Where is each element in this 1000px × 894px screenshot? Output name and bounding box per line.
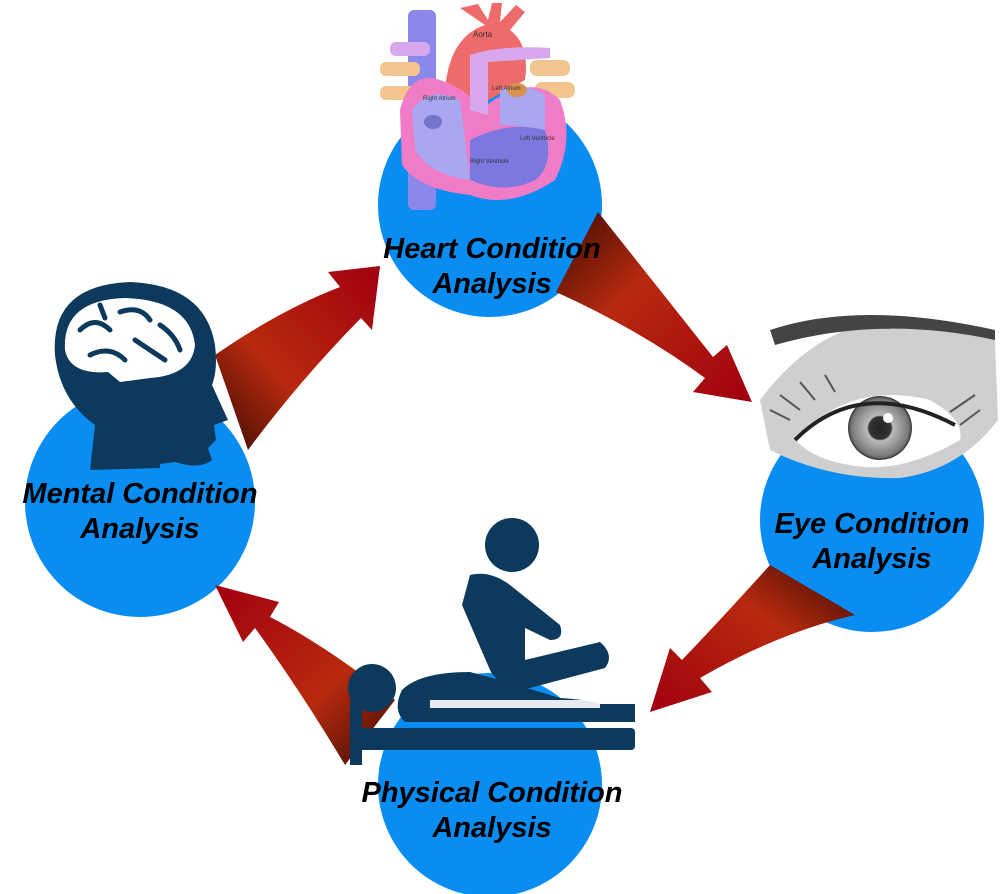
eye-icon xyxy=(760,315,998,479)
mental-label-line1: Mental Condition xyxy=(22,478,258,510)
arrow-mental-to-heart xyxy=(215,266,380,450)
arrow-heart-to-eye xyxy=(556,212,752,402)
arrow-eye-to-physical xyxy=(650,565,855,712)
physiotherapy-icon xyxy=(348,518,635,765)
eye-label-line1: Eye Condition xyxy=(774,508,970,540)
mental-node-label: Mental Condition Analysis xyxy=(22,477,257,547)
heart-anatomy-icon: Aorta Right Atrium Left Atrium Left Vent… xyxy=(380,3,575,210)
physical-label-line1: Physical Condition xyxy=(361,777,623,809)
heart-label-line2: Analysis xyxy=(432,268,552,300)
aorta-label: Aorta xyxy=(473,30,493,39)
left-ventricle-label: Left Ventricle xyxy=(520,136,555,142)
physical-node-label: Physical Condition Analysis xyxy=(361,776,622,846)
eye-label-line2: Analysis xyxy=(812,543,932,575)
brain-head-icon xyxy=(54,282,228,470)
left-atrium-label: Left Atrium xyxy=(492,86,521,92)
physical-label-line2: Analysis xyxy=(432,812,552,844)
right-ventricle-label: Right Ventricle xyxy=(470,159,509,165)
heart-node-label: Heart Condition Analysis xyxy=(383,232,601,302)
mental-label-line2: Analysis xyxy=(80,513,200,545)
right-atrium-label: Right Atrium xyxy=(423,96,456,102)
eye-node-label: Eye Condition Analysis xyxy=(775,507,970,577)
heart-label-line1: Heart Condition xyxy=(383,233,601,265)
